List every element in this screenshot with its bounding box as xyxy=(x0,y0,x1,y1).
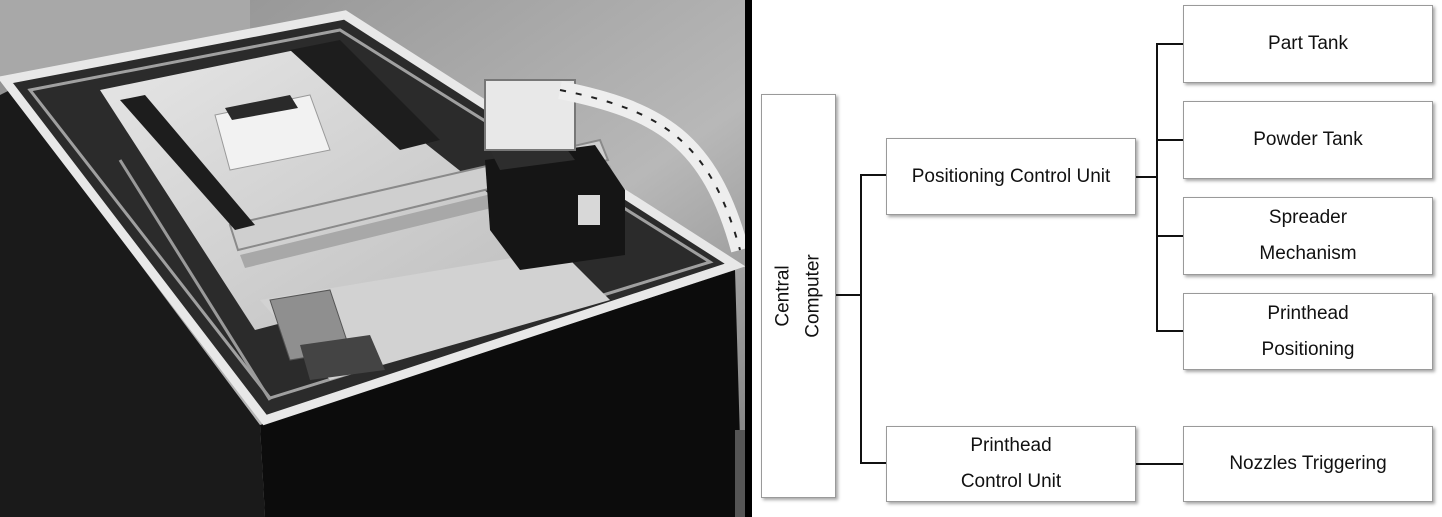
connector-to-positioning xyxy=(860,174,886,176)
node-spreader-mechanism-label: Spreader Mechanism xyxy=(1259,207,1357,264)
connector-to-spreader xyxy=(1156,235,1183,237)
node-positioning-control-unit-label: Positioning Control Unit xyxy=(911,165,1111,187)
printer-photo-graphic xyxy=(0,0,745,517)
node-central-computer-label: Central Computer xyxy=(772,254,824,338)
node-nozzles-triggering-label: Nozzles Triggering xyxy=(1229,453,1387,474)
connector-root-trunk xyxy=(860,174,862,464)
node-central-computer: Central Computer xyxy=(761,94,836,498)
node-printhead-positioning-label: Printhead Positioning xyxy=(1261,302,1355,360)
node-powder-tank: Powder Tank xyxy=(1183,101,1433,179)
connector-positioning-trunk xyxy=(1156,43,1158,332)
panel-divider xyxy=(745,0,752,517)
node-part-tank-label: Part Tank xyxy=(1268,33,1348,54)
printer-photo xyxy=(0,0,745,517)
node-positioning-control-unit: Positioning Control Unit xyxy=(886,138,1136,215)
connector-to-printhead-control xyxy=(860,462,886,464)
node-printhead-control-unit: Printhead Control Unit xyxy=(886,426,1136,502)
node-nozzles-triggering: Nozzles Triggering xyxy=(1183,426,1433,502)
connector-to-powder-tank xyxy=(1156,139,1183,141)
connector-to-part-tank xyxy=(1156,43,1183,45)
node-part-tank: Part Tank xyxy=(1183,5,1433,83)
connector-to-nozzles xyxy=(1136,463,1184,465)
control-hierarchy-diagram: Central Computer Positioning Control Uni… xyxy=(752,0,1442,517)
node-printhead-control-unit-label: Printhead Control Unit xyxy=(960,435,1062,492)
node-powder-tank-label: Powder Tank xyxy=(1253,129,1363,150)
connector-positioning-stub xyxy=(1135,176,1158,178)
node-printhead-positioning: Printhead Positioning xyxy=(1183,293,1433,370)
node-spreader-mechanism: Spreader Mechanism xyxy=(1183,197,1433,275)
connector-to-printhead-positioning xyxy=(1156,330,1183,332)
connector-root-stub xyxy=(836,294,862,296)
